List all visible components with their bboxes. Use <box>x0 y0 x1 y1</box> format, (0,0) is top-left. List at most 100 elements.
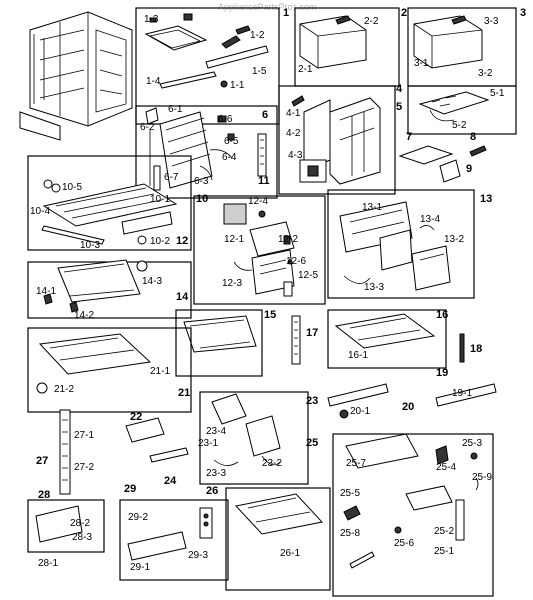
label-5-1: 5-1 <box>490 88 505 99</box>
group-box-26 <box>225 487 331 591</box>
part-23-1-board <box>245 415 281 457</box>
group-number-1: 1 <box>283 7 289 19</box>
part-1-4-shelf-trim <box>159 71 217 89</box>
part-29-3-knob <box>199 507 213 539</box>
group-number-24: 24 <box>164 475 177 487</box>
part-14-shelf <box>57 259 141 303</box>
label-2-1: 2-1 <box>298 64 313 75</box>
part-25-6-screw <box>394 526 402 534</box>
label-1-3: 1-3 <box>144 14 159 25</box>
label-6-7: 6-7 <box>164 172 179 183</box>
label-6-4: 6-4 <box>222 152 237 163</box>
part-13-1-ice-maker-assembly <box>339 201 413 271</box>
label-10-2: 10-2 <box>150 236 170 247</box>
group-box-28 <box>27 499 105 553</box>
group-box-4 <box>278 85 396 195</box>
part-5-1-control-board <box>418 91 490 115</box>
part-25-2-panel <box>405 485 453 511</box>
group-number-26: 26 <box>206 485 218 497</box>
part-25-7-dispenser-housing <box>345 433 419 469</box>
part-16-1-cover <box>334 313 436 349</box>
label-25-2: 25-2 <box>434 526 454 537</box>
group-number-11: 11 <box>258 175 270 187</box>
label-13-4: 13-4 <box>420 214 440 225</box>
label-3-3: 3-3 <box>484 16 499 27</box>
label-4-2: 4-2 <box>286 128 301 139</box>
group-number-18: 18 <box>470 343 482 355</box>
part-21-1-crisper-cover <box>38 333 152 375</box>
part-20-1-rail <box>327 383 389 419</box>
label-25-8: 25-8 <box>340 528 360 539</box>
part-1-5-shelf-rail <box>205 45 269 69</box>
part-25-9-spring <box>475 477 479 491</box>
label-3-2: 3-2 <box>478 68 493 79</box>
group-number-5: 5 <box>396 101 402 113</box>
label-25-3: 25-3 <box>462 438 482 449</box>
group-number-16: 16 <box>436 309 448 321</box>
part-6-7-bracket <box>153 165 161 191</box>
group-number-6: 6 <box>262 109 268 121</box>
watermark-text: AppliancePartsPros.com <box>218 2 317 12</box>
part-17-strip <box>291 315 301 365</box>
group-number-14: 14 <box>176 291 189 303</box>
group-number-3: 3 <box>520 7 526 19</box>
label-25-1: 25-1 <box>434 546 454 557</box>
label-4-3: 4-3 <box>288 150 303 161</box>
label-13-3: 13-3 <box>364 282 384 293</box>
part-6-6-sensor <box>217 115 227 123</box>
part-19-1-rail <box>435 383 497 407</box>
part-6-4-wire <box>209 149 233 159</box>
part-23-3-wire <box>213 459 239 466</box>
label-13-1: 13-1 <box>362 202 382 213</box>
part-13-2-ice-bucket <box>411 245 451 291</box>
label-21-2: 21-2 <box>54 384 74 395</box>
part-12-4-screw <box>258 210 266 218</box>
part-10-2-cap <box>137 235 147 245</box>
part-10-3-rail <box>41 225 105 245</box>
label-12-1: 12-1 <box>224 234 244 245</box>
part-9-cover <box>439 159 461 183</box>
label-12-2: 12-2 <box>278 234 298 245</box>
part-1-1-screw <box>220 80 228 88</box>
group-box-15 <box>175 309 263 377</box>
label-6-2: 6-2 <box>140 122 155 133</box>
label-19-1: 19-1 <box>452 388 472 399</box>
label-16-1: 16-1 <box>348 350 368 361</box>
part-25-1-tube <box>349 499 465 569</box>
group-number-2: 2 <box>401 7 407 19</box>
label-10-1: 10-1 <box>150 194 170 205</box>
part-25-3-clip <box>470 452 478 460</box>
part-18-gasket <box>459 333 465 363</box>
group-box-25 <box>332 433 494 597</box>
group-number-7: 7 <box>406 131 412 143</box>
part-8-clip <box>469 145 487 157</box>
part-10-5-rollers <box>43 179 61 193</box>
group-box-10 <box>27 155 192 251</box>
label-23-4: 23-4 <box>206 426 226 437</box>
part-29-1-panel <box>127 531 187 561</box>
part-23-2-wire <box>261 455 281 466</box>
label-12-3: 12-3 <box>222 278 242 289</box>
part-14-3-stopper <box>136 260 148 272</box>
part-2-1-crisper-drawer <box>299 15 367 69</box>
part-26-1-shelf <box>235 493 323 535</box>
label-28-1: 28-1 <box>38 558 58 569</box>
label-25-7: 25-7 <box>346 458 366 469</box>
label-25-5: 25-5 <box>340 488 360 499</box>
label-6-6: 6-6 <box>218 114 233 125</box>
group-number-29: 29 <box>124 483 136 495</box>
part-6-3-wire <box>199 165 213 181</box>
label-27-2: 27-2 <box>74 462 94 473</box>
part-25-4-lever <box>435 445 449 465</box>
group-box-13 <box>327 189 475 299</box>
group-box-16 <box>327 309 447 369</box>
refrigerator-overview-illustration <box>19 11 133 141</box>
label-1-1: 1-1 <box>230 80 245 91</box>
group-number-9: 9 <box>466 163 472 175</box>
label-1-5: 1-5 <box>252 66 267 77</box>
label-2-2: 2-2 <box>364 16 379 27</box>
label-6-1: 6-1 <box>168 104 183 115</box>
label-26-1: 26-1 <box>280 548 300 559</box>
label-10-4: 10-4 <box>30 206 50 217</box>
part-27-strip <box>59 409 71 495</box>
